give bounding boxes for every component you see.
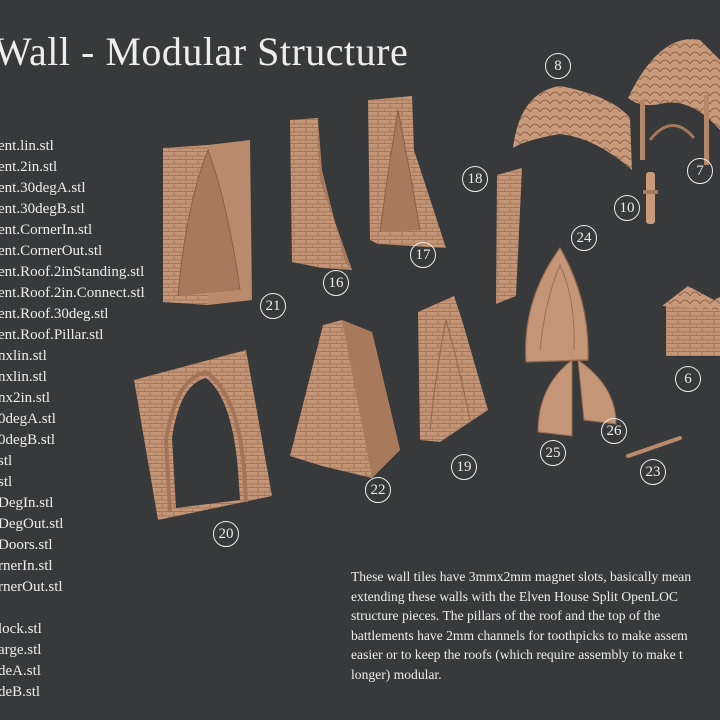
- file-list: ent.lin.stl ent.2in.stl ent.30degA.stl e…: [0, 136, 145, 703]
- piece-label-26: 26: [601, 418, 627, 444]
- description-line: battlements have 2mm channels for toothp…: [351, 627, 688, 643]
- piece-label-20: 20: [213, 521, 239, 547]
- piece-label-10: 10: [614, 195, 640, 221]
- file-list-item: ent.30degB.stl: [0, 201, 85, 217]
- file-list-item: 0degA.stl: [0, 411, 56, 427]
- piece-10: [643, 172, 658, 224]
- piece-24: [525, 246, 589, 363]
- file-list-item: ent.CornerOut.stl: [0, 243, 103, 259]
- description-line: extending these walls with the Elven Hou…: [351, 588, 678, 604]
- piece-8: [513, 86, 632, 170]
- file-list-item: rnerIn.stl: [0, 558, 53, 574]
- file-list-item: ent.lin.stl: [0, 138, 54, 154]
- file-list-item: nxlin.stl: [0, 348, 47, 364]
- piece-label-25: 25: [540, 440, 566, 466]
- piece-18: [496, 168, 522, 304]
- file-list-item: deA.stl: [0, 663, 41, 679]
- piece-23: [626, 436, 682, 458]
- file-list-item: deB.stl: [0, 684, 41, 700]
- piece-17: [368, 96, 446, 248]
- piece-22: [290, 320, 400, 478]
- piece-19: [418, 296, 488, 442]
- file-list-item: 0degB.stl: [0, 432, 56, 448]
- description-line: longer) modular.: [351, 666, 442, 682]
- piece-label-22: 22: [365, 477, 391, 503]
- file-list-item: ent.Roof.30deg.stl: [0, 306, 109, 322]
- piece-25: [537, 358, 573, 437]
- piece-label-6: 6: [675, 366, 701, 392]
- piece-label-24: 24: [571, 225, 597, 251]
- file-list-item: stl: [0, 474, 13, 490]
- piece-6: [662, 286, 720, 356]
- file-list-item: ent.Roof.2inStanding.stl: [0, 264, 145, 280]
- piece-21: [163, 140, 252, 305]
- piece-label-17: 17: [410, 242, 436, 268]
- file-list-item: rnerOut.stl: [0, 579, 63, 595]
- file-list-item: arge.stl: [0, 642, 42, 658]
- file-list-item: ent.Roof.2in.Connect.stl: [0, 285, 145, 301]
- page-title: Wall - Modular Structure: [0, 29, 409, 74]
- file-list-item: ent.CornerIn.stl: [0, 222, 93, 238]
- file-list-item: ent.2in.stl: [0, 159, 58, 175]
- file-list-item: nxlin.stl: [0, 369, 47, 385]
- piece-16: [290, 118, 352, 270]
- file-list-item: lock.stl: [0, 621, 42, 637]
- piece-20: [134, 350, 272, 520]
- description-line: easier or to keep the roofs (which requi…: [351, 647, 683, 663]
- file-list-item: stl: [0, 453, 13, 469]
- file-list-item: DegOut.stl: [0, 516, 64, 532]
- piece-label-18: 18: [462, 166, 488, 192]
- description-line: structure pieces. The pillars of the roo…: [351, 608, 661, 624]
- description-line: These wall tiles have 3mmx2mm magnet slo…: [351, 569, 692, 584]
- file-list-item: Doors.stl: [0, 537, 53, 553]
- description-paragraph: These wall tiles have 3mmx2mm magnet slo…: [351, 567, 720, 685]
- piece-7: [628, 39, 720, 165]
- piece-26: [577, 358, 617, 425]
- piece-label-23: 23: [640, 459, 666, 485]
- file-list-item: nx2in.stl: [0, 390, 51, 406]
- file-list-item: ent.Roof.Pillar.stl: [0, 327, 104, 343]
- piece-label-19: 19: [451, 454, 477, 480]
- piece-label-7: 7: [687, 158, 713, 184]
- piece-label-21: 21: [260, 293, 286, 319]
- file-list-item: ent.30degA.stl: [0, 180, 86, 196]
- file-list-item: DegIn.stl: [0, 495, 54, 511]
- piece-label-16: 16: [323, 270, 349, 296]
- piece-label-8: 8: [545, 53, 571, 79]
